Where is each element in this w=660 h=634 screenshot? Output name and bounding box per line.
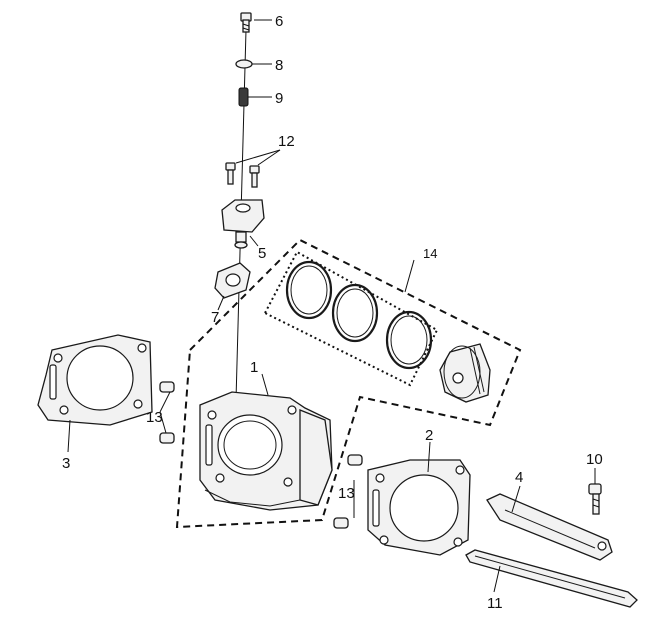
cylinder-block-part-1 — [199, 391, 333, 511]
dowels-part-13-right — [333, 454, 363, 529]
tensioner-part-5 — [221, 199, 265, 249]
bolt-part-10 — [588, 483, 602, 515]
callout-7: 7 — [211, 309, 219, 326]
callout-11: 11 — [487, 595, 503, 612]
base-gasket-part-3 — [37, 334, 153, 426]
gasket-part-7 — [214, 262, 251, 299]
dowels-part-13-left — [159, 381, 175, 444]
piston — [439, 343, 491, 403]
washer-part-8 — [235, 59, 253, 69]
callout-13-right: 13 — [338, 485, 355, 502]
leader-lines — [67, 19, 596, 593]
callout-9: 9 — [275, 90, 283, 107]
piston-rings-part-14 — [285, 260, 433, 370]
piston-ring-group-outline — [263, 250, 439, 387]
callout-6: 6 — [275, 13, 283, 30]
callout-12: 12 — [278, 133, 295, 150]
cylinder-group-outline — [175, 238, 522, 529]
head-gasket-part-2 — [367, 459, 471, 556]
tensioner-blade-part-11 — [465, 549, 638, 608]
callout-1: 1 — [250, 359, 258, 376]
callout-8: 8 — [275, 57, 283, 74]
callout-13-left: 13 — [146, 409, 163, 426]
callout-2: 2 — [425, 427, 433, 444]
callout-10: 10 — [586, 451, 603, 468]
callout-5: 5 — [258, 245, 266, 262]
callout-3: 3 — [62, 455, 70, 472]
callout-4: 4 — [515, 469, 523, 486]
callout-14: 14 — [423, 246, 437, 261]
spring-part-9 — [238, 87, 249, 107]
chain-guide-part-4 — [486, 493, 613, 561]
bolts-part-12 — [225, 162, 260, 188]
bolt-part-6 — [240, 12, 252, 33]
